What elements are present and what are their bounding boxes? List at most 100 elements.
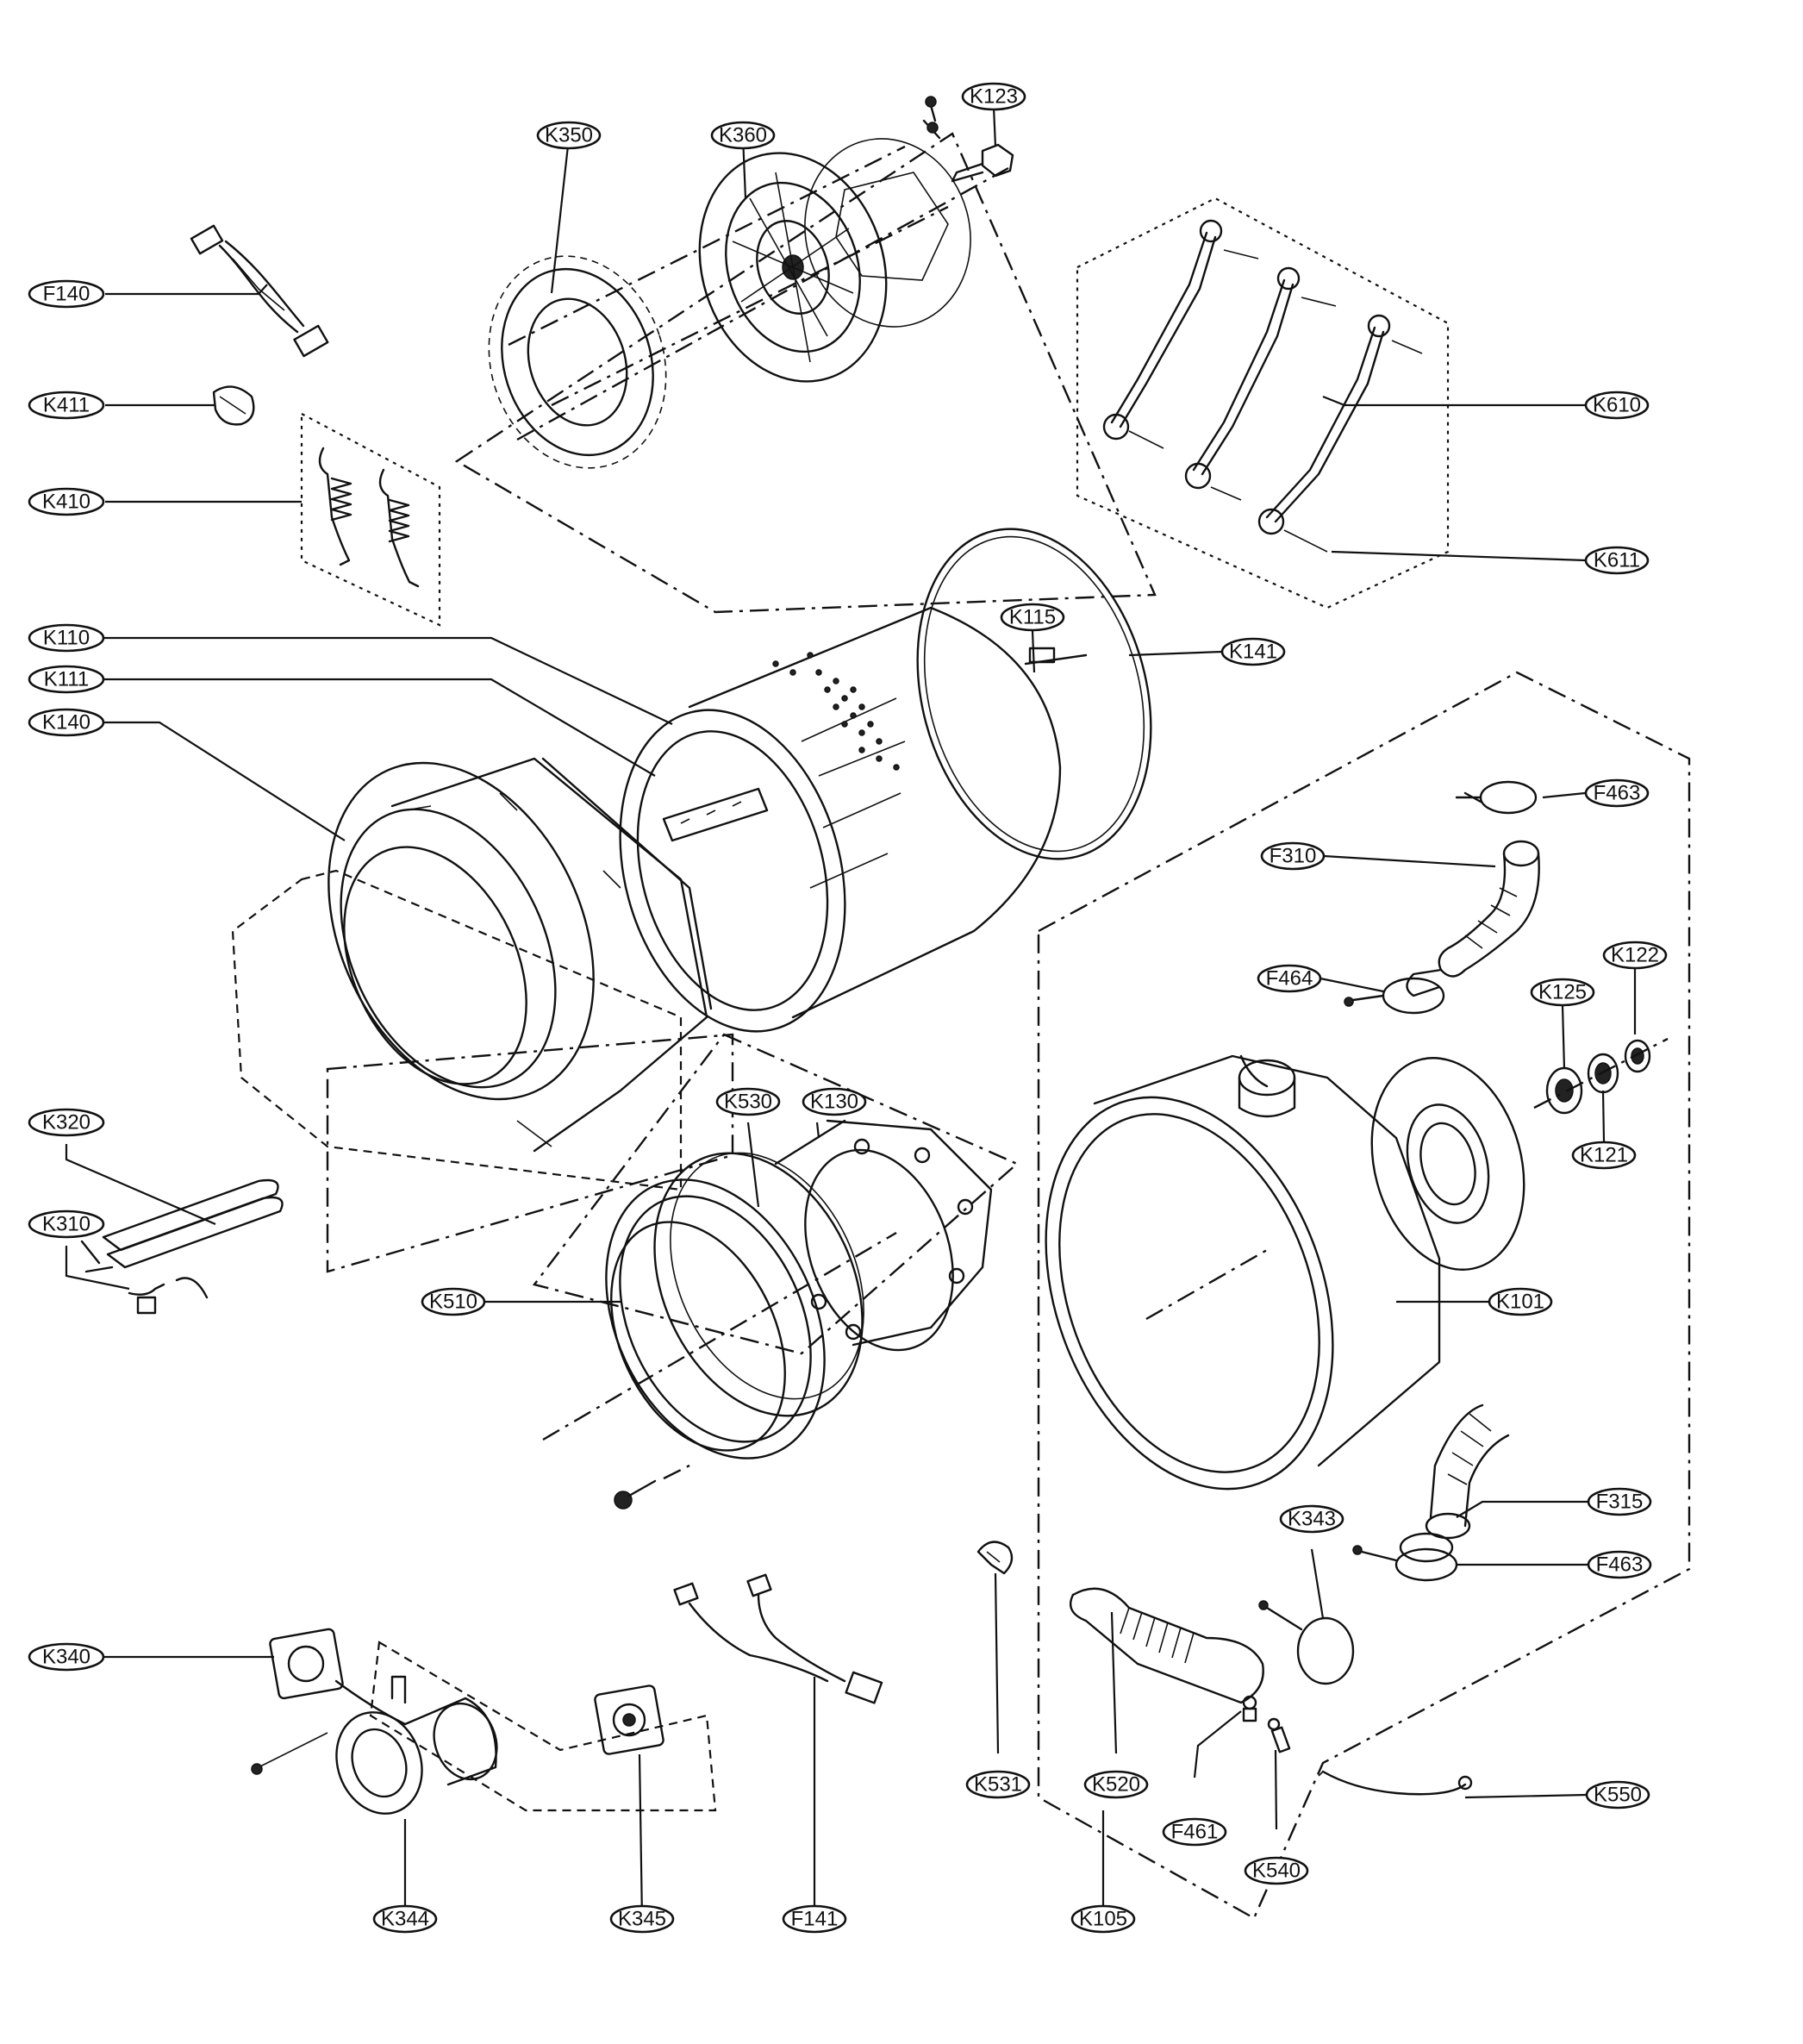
svg-text:K125: K125 [1538,981,1587,1004]
svg-text:K410: K410 [42,491,90,514]
tub-main-boundary [1037,671,1691,1920]
leader-lines [65,106,1637,1920]
stator-part [488,255,667,469]
sensor-wire-part [1318,1770,1473,1796]
drain-pump-part [251,1628,498,1815]
svg-text:F141: F141 [791,1908,839,1931]
rotor-part [698,138,971,383]
svg-text:K343: K343 [1288,1508,1336,1531]
svg-text:F464: F464 [1266,967,1313,991]
door-boot-part [605,1152,864,1460]
label-F310: F310 [1260,841,1326,871]
pump-harness-part [673,1573,883,1704]
svg-text:K520: K520 [1092,1773,1140,1797]
label-K350: K350 [536,121,602,150]
drain-hose-part [1399,1403,1510,1563]
svg-text:K111: K111 [44,668,90,691]
label-K531: K531 [965,1770,1031,1799]
tub-lower-boundary [326,1033,734,1273]
label-K122: K122 [1602,941,1668,970]
svg-text:K350: K350 [545,124,593,147]
rotor-bolt-part [922,96,1014,183]
svg-text:K123: K123 [970,85,1018,109]
svg-text:K105: K105 [1079,1908,1127,1931]
svg-text:K130: K130 [810,1091,858,1114]
label-K510: K510 [421,1287,486,1316]
svg-text:K141: K141 [1229,641,1277,664]
label-F463-bottom: F463 [1587,1550,1652,1579]
svg-text:F463: F463 [1596,1553,1644,1577]
shock-absorbers-part [1102,219,1423,553]
springs-part [318,447,420,588]
label-F140: F140 [28,279,105,309]
pump-motor-part [594,1685,664,1755]
label-F461: F461 [1162,1817,1227,1847]
label-K343: K343 [1279,1504,1344,1534]
label-K320: K320 [28,1108,105,1137]
svg-text:K340: K340 [42,1646,90,1669]
svg-text:K122: K122 [1611,944,1659,967]
bearing-group-boundary [532,1033,1020,1355]
label-F463-top: F463 [1584,778,1650,808]
label-K141: K141 [1220,637,1286,666]
clip-part [212,385,255,426]
tub-front-part [328,757,713,1153]
svg-text:K611: K611 [1594,549,1640,572]
drum-lifter-part [662,787,769,842]
svg-text:K360: K360 [719,124,767,147]
label-F141: F141 [782,1904,847,1934]
label-K411: K411 [28,391,105,420]
label-K111: K111 [28,665,105,694]
label-K550: K550 [1585,1780,1650,1810]
label-K140: K140 [28,708,105,737]
label-K611: K611 [1584,546,1650,575]
label-K121: K121 [1571,1141,1637,1170]
hose-clamp-top-part [1455,780,1538,815]
label-K344: K344 [372,1904,438,1934]
label-K360: K360 [710,121,776,150]
label-K340: K340 [28,1642,105,1672]
label-K530: K530 [715,1087,781,1116]
label-F315: F315 [1587,1487,1652,1516]
wire-harness-part [190,224,329,358]
tub-front-boundary [231,869,683,1191]
label-K101: K101 [1488,1287,1553,1316]
svg-text:F463: F463 [1594,782,1641,805]
svg-text:K101: K101 [1496,1291,1544,1314]
inlet-hose-part [1406,840,1540,997]
hose-clamp-bottom-part [1352,1545,1458,1582]
check-valve-part [1242,1695,1257,1722]
label-K130: K130 [802,1087,867,1116]
svg-text:K310: K310 [42,1213,90,1236]
svg-text:F140: F140 [43,283,90,306]
label-K115: K115 [1000,603,1065,632]
pump-hose-part [1069,1587,1264,1704]
damper-group-boundary [1076,197,1450,609]
svg-text:K140: K140 [42,711,90,734]
svg-text:K411: K411 [43,394,90,417]
label-K410: K410 [28,487,105,516]
spring-group-boundary [300,412,441,627]
label-F464: F464 [1257,964,1322,993]
label-K123: K123 [961,82,1026,111]
svg-text:K110: K110 [43,627,90,650]
motor-group-boundary [454,132,1157,614]
pump-group-boundary [369,1641,717,1812]
svg-text:F315: F315 [1596,1491,1644,1514]
label-K610: K610 [1584,391,1650,420]
label-K110: K110 [28,623,105,653]
svg-text:K115: K115 [1009,606,1056,629]
svg-text:K531: K531 [974,1773,1022,1797]
bearing-housing-part [774,1119,993,1352]
tub-gasket-part [916,528,1152,860]
hose-clamp-part [1258,1600,1355,1685]
svg-text:F461: F461 [1171,1821,1219,1844]
svg-text:K345: K345 [618,1908,666,1931]
heater-part [80,1178,284,1315]
svg-text:K530: K530 [724,1091,772,1114]
screw-part [614,1479,657,1510]
label-K520: K520 [1083,1770,1149,1799]
svg-text:K510: K510 [429,1291,477,1314]
label-K125: K125 [1530,978,1595,1007]
